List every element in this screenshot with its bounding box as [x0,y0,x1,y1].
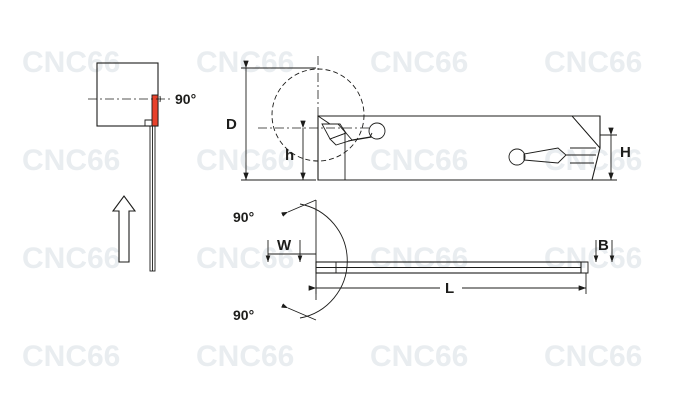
top-view-angle-arc [299,203,348,319]
front-view-body [96,62,159,127]
dimension-H: H [592,127,631,181]
watermark: CNC66 [22,340,120,373]
top-view-blade-end [580,261,589,274]
watermark: CNC66 [196,46,294,79]
side-view-rear-clamp [523,147,567,164]
front-view-angle-label: 90° [175,91,196,107]
top-view-angle-label-top: 90° [233,209,254,225]
side-view-chamfer-edge [571,115,601,149]
watermark: CNC66 [544,46,642,79]
dimension-L: L [308,273,587,298]
dimension-B: B [593,237,615,263]
dimension-L-label: L [445,280,454,297]
side-view-clamp-screw [368,122,386,140]
top-view-angle-leader-bottom [281,303,317,321]
side-view-clamp-line [347,136,373,142]
watermark: CNC66 [370,144,468,177]
watermark: CNC66 [22,144,120,177]
dimension-W-label: W [277,237,292,254]
watermark: CNC66 [370,340,468,373]
side-view-rear-screw [508,148,526,166]
watermark: CNC66 [196,340,294,373]
side-view-rear-detail [570,147,596,164]
watermark: CNC66 [370,46,468,79]
front-view-insert-edge [152,95,158,126]
side-view-insert [321,123,347,140]
dimension-D-label: D [226,116,237,133]
watermark-layer: CNC66 CNC66 CNC66 CNC66 CNC66 CNC66 CNC6… [22,46,642,373]
watermark: CNC66 [196,242,294,275]
watermark: CNC66 [196,144,294,177]
side-view: D h H [226,56,631,181]
dimension-H-label: H [620,144,631,161]
dimension-B-label: B [598,237,609,254]
feed-direction-arrow [111,195,137,263]
dimension-h-label: h [285,147,294,164]
dimension-L-label-bg [440,278,462,298]
watermark: CNC66 [370,242,468,275]
watermark: CNC66 [544,340,642,373]
front-view: 90° [88,62,196,272]
dimension-h: h [285,120,306,181]
watermark: CNC66 [22,242,120,275]
dimension-W: W [265,237,316,263]
side-view-insert-face [329,132,353,146]
front-view-seat-notch [144,119,153,127]
top-view-angle-leader-top [281,199,317,217]
top-view: 90° 90° W B [233,199,615,323]
top-view-angle-label-bottom: 90° [233,307,254,323]
watermark: CNC66 [544,242,642,275]
